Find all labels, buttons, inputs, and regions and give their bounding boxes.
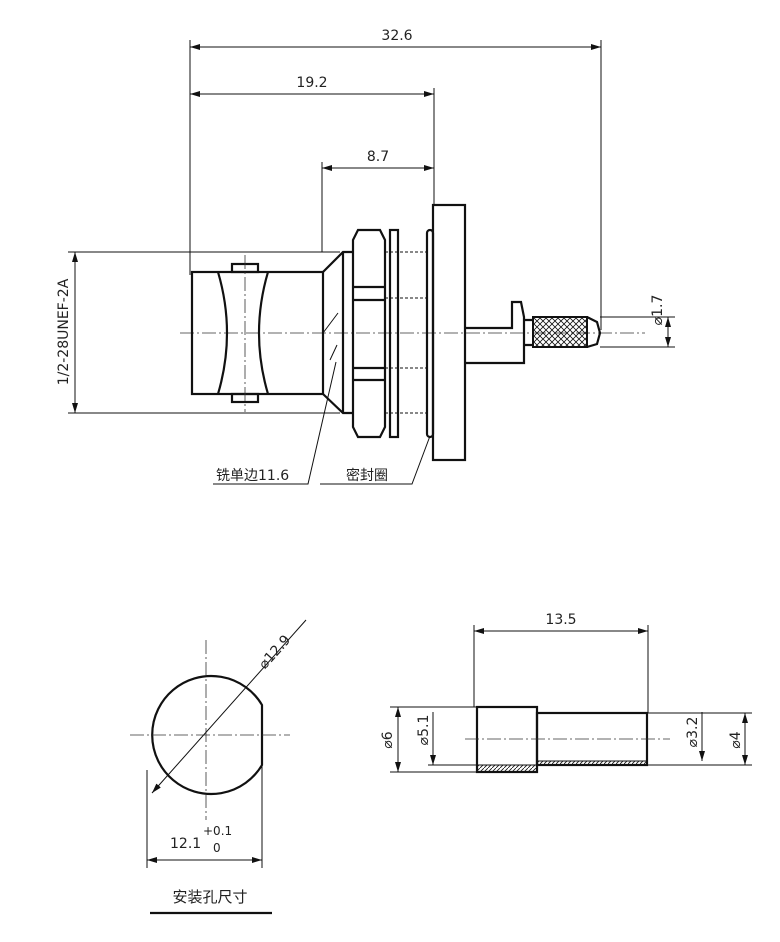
dia-outer-large: ⌀6: [380, 731, 396, 748]
hole-view-title: 安装孔尺寸: [172, 888, 247, 906]
label-flat: 铣单边11.6: [216, 468, 289, 484]
tol-upper: +0.1: [203, 824, 232, 838]
callouts: [213, 361, 431, 485]
sleeve-view: 13.5 ⌀6 ⌀5.1 ⌀3.2 ⌀4: [380, 612, 752, 774]
dimension-lines: [68, 40, 675, 414]
pin-diameter: ⌀1.7: [650, 295, 666, 326]
thread-spec: 1/2-28UNEF-2A: [56, 278, 72, 385]
dia-inner-large: ⌀5.1: [416, 715, 432, 746]
connector-body: [190, 203, 602, 462]
tol-lower: 0: [213, 841, 221, 855]
sleeve-length: 13.5: [545, 612, 576, 628]
label-seal: 密封圈: [346, 467, 388, 484]
dim-body: 19.2: [296, 75, 327, 91]
dim-nut: 8.7: [367, 149, 389, 165]
dia-inner-small: ⌀3.2: [685, 717, 701, 748]
hole-diameter: ⌀12.9: [256, 632, 294, 672]
mounting-hole-view: ⌀12.9 12.1 +0.1 0 安装孔尺寸: [130, 619, 307, 915]
dim-overall: 32.6: [381, 28, 412, 44]
main-view: 32.6 19.2 8.7 1/2-28UNEF-2A ⌀1.7: [56, 28, 675, 485]
hole-flat: 12.1: [170, 836, 201, 852]
dia-outer-small: ⌀4: [728, 731, 744, 748]
